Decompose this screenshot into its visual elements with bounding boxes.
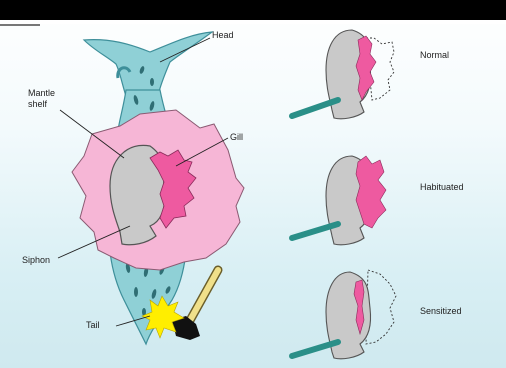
label-tail: Tail: [86, 320, 100, 331]
aplysia-body: [72, 32, 244, 344]
state-normal-figure: [292, 30, 394, 119]
label-mantle-shelf-line1: Mantle: [28, 88, 55, 99]
label-siphon: Siphon: [22, 255, 50, 266]
label-head: Head: [212, 30, 234, 41]
label-state-habituated: Habituated: [420, 182, 464, 193]
state-sensitized-figure: [292, 270, 396, 359]
label-gill: Gill: [230, 132, 243, 143]
head-shape: [84, 32, 212, 96]
label-state-sensitized: Sensitized: [420, 306, 462, 317]
state-habituated-figure: [292, 156, 386, 245]
label-state-normal: Normal: [420, 50, 449, 61]
label-mantle-shelf-line2: shelf: [28, 99, 47, 110]
